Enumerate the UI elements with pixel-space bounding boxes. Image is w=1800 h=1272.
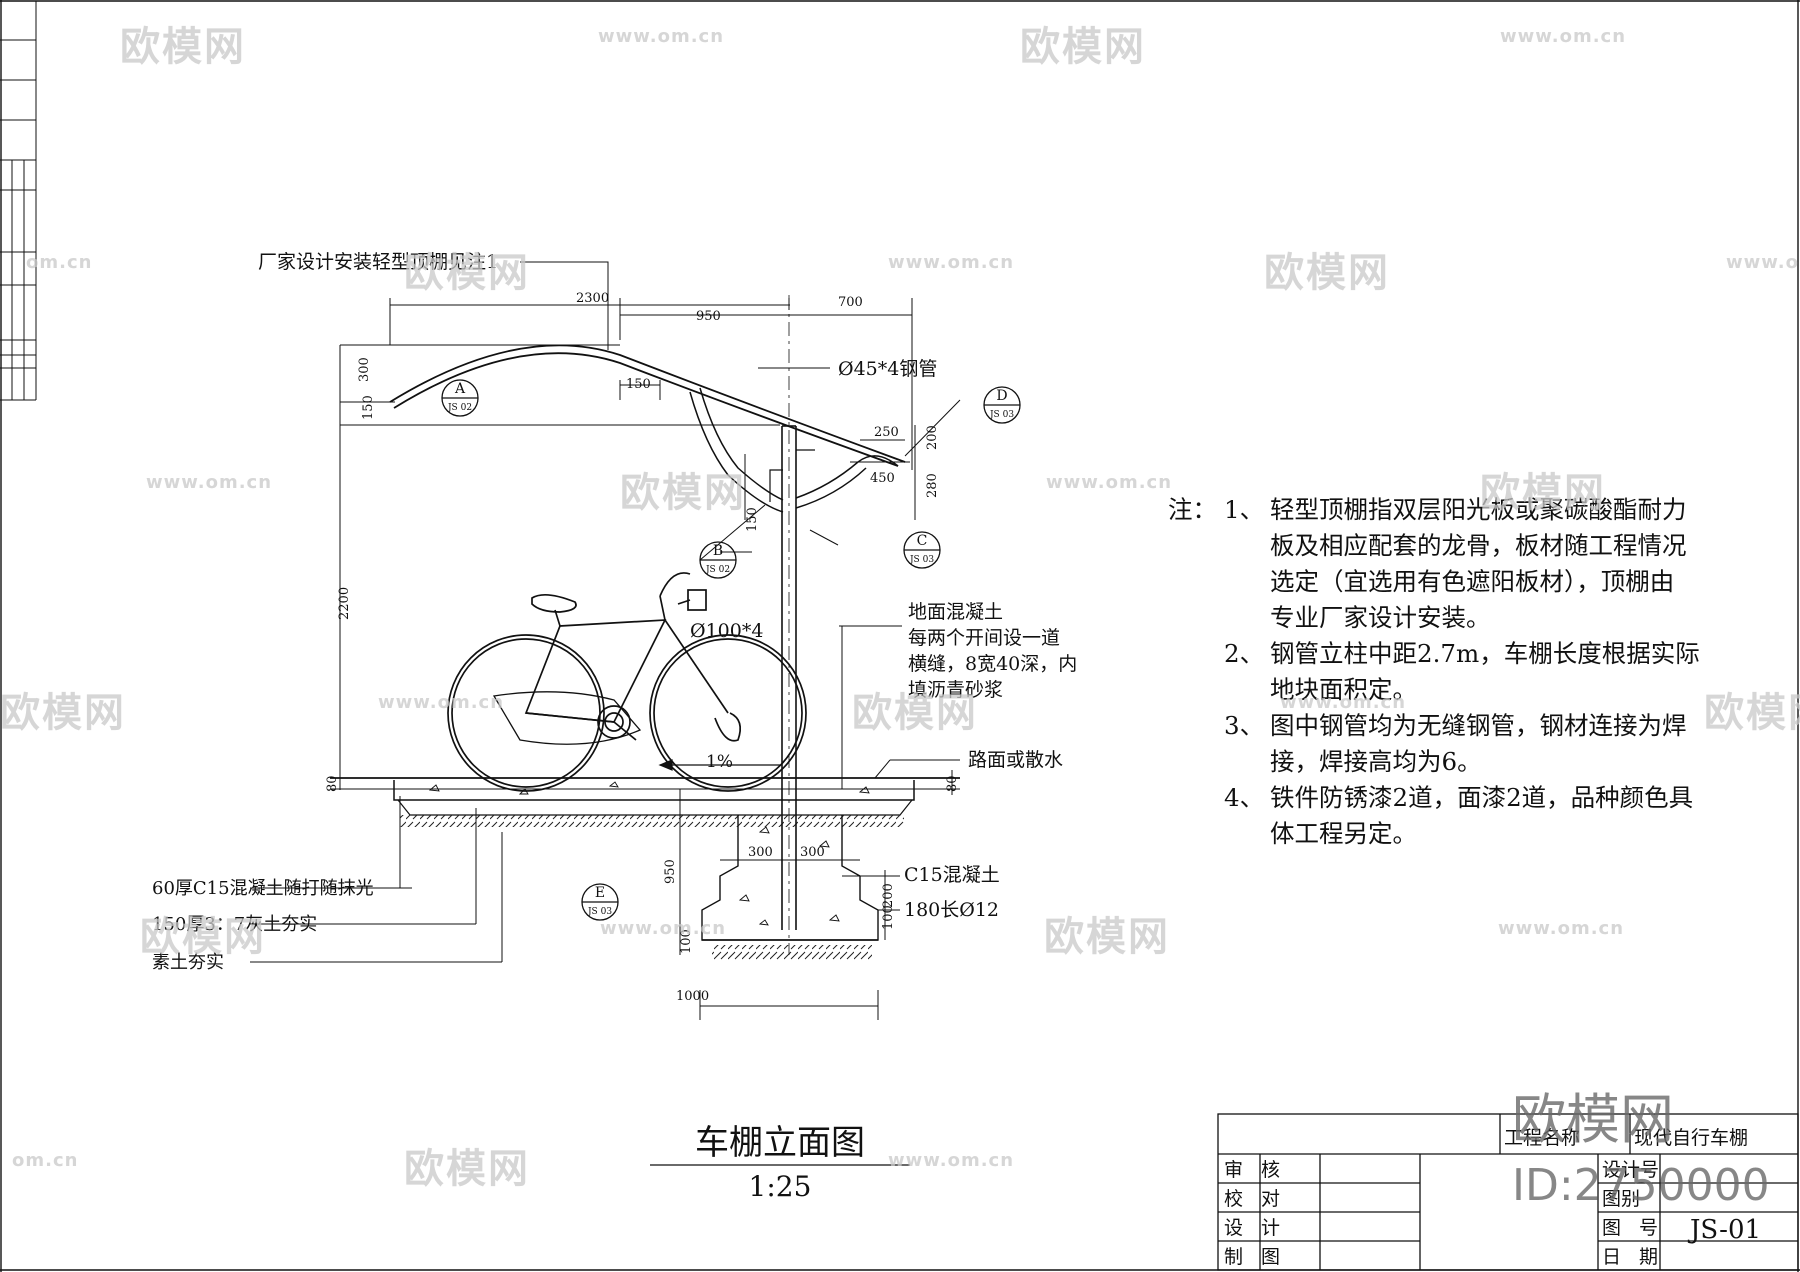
callout-bubbles [441,379,1021,921]
layer-label: 素土夯实 [152,952,224,973]
pipe-label: Ø45*4钢管 [838,358,937,380]
note-line: 体工程另定。 [1270,819,1417,848]
note-line: 轻型顶棚指双层阳光板或聚碳酸酯耐力 [1270,495,1687,524]
dim-950-vertical: 950 [663,859,678,884]
callout-text: A JS 02 B JS 02 C JS 03 D JS 03 E JS 03 [447,381,1014,917]
callout-letter: B [713,543,723,559]
title-block-row-right: 图号 [1602,1217,1676,1239]
note-number: 4、 [1224,783,1265,812]
concrete-footing [701,815,879,961]
note-line: 专业厂家设计安装。 [1270,603,1491,632]
brand-stamp: 欧模网 [1512,1088,1674,1151]
shelter-elevation [250,261,1021,1020]
title-block-row-right: 设计号 [1602,1159,1659,1181]
dim-280-vertical: 280 [925,473,940,498]
layer-label: 60厚C15混凝土随打随抹光 [152,878,374,899]
binding-strip [0,1,37,401]
title-block-frame [1217,1113,1799,1271]
ground-note-line: 地面混凝土 [908,601,1003,623]
dim-80-right: 80 [945,775,960,792]
dim-150-vertical: 150 [361,395,376,420]
slope-label: 1% [706,752,733,772]
note-item: 4、 铁件防锈漆2道，面漆2道，品种颜色具 体工程另定。 [1168,780,1758,852]
dim-200-footing: 200 [881,883,896,908]
note-line: 地块面积定。 [1270,675,1417,704]
dim-150: 150 [626,377,651,392]
notes-block: 注： 1、 轻型顶棚指双层阳光板或聚碳酸酯耐力 板及相应配套的龙骨，板材随工程情… [1168,492,1758,852]
drawing-title: 车棚立面图 [695,1123,865,1163]
dim-950: 950 [696,309,721,324]
callout-letter: C [917,533,928,549]
dim-300-right: 300 [800,845,825,860]
callout-ref: JS 03 [989,410,1014,420]
callout-ref: JS 03 [909,555,934,565]
title-block-row-left: 制图 [1224,1246,1298,1268]
note-line: 选定（宜选用有色遮阳板材），顶棚由 [1270,567,1675,596]
c15-label: C15混凝土 [904,864,1000,886]
note-item: 3、 图中钢管均为无缝钢管，钢材连接为焊 接，焊接高均为6。 [1168,708,1758,780]
note-line: 铁件防锈漆2道，面漆2道，品种颜色具 [1270,783,1694,812]
note-item: 2、 钢管立柱中距2.7m，车棚长度根据实际 地块面积定。 [1168,636,1758,708]
note-item: 1、 轻型顶棚指双层阳光板或聚碳酸酯耐力 板及相应配套的龙骨，板材随工程情况 选… [1168,492,1758,636]
note-line: 接，焊接高均为6。 [1270,747,1482,776]
dimension-values-vertical: 300 150 2200 80 80 150 200 280 950 200 1… [325,357,960,954]
brand-stamp-id: ID:2750000 [1512,1160,1770,1211]
drawing-number: JS-01 [1687,1215,1761,1245]
notes-heading: 注： [1168,495,1217,524]
dim-2200-vertical: 2200 [337,587,352,620]
dim-300-vertical: 300 [357,357,372,382]
rebar-label: 180长Ø12 [904,899,999,921]
post-label: Ø100*4 [690,620,763,642]
note-line: 图中钢管均为无缝钢管，钢材连接为焊 [1270,711,1687,740]
dim-100-base: 100 [679,929,694,954]
drawing-scale: 1:25 [749,1170,812,1203]
dim-80-left: 80 [325,775,340,792]
dim-450: 450 [870,471,895,486]
project-name: 现代自行车棚 [1634,1127,1748,1149]
note-number: 3、 [1224,711,1265,740]
ground-note-line: 每两个开间设一道 [908,627,1060,649]
dim-2300: 2300 [576,291,609,306]
dim-250: 250 [874,425,899,440]
title-block-row-left: 设计 [1224,1217,1298,1239]
ground-note-line: 横缝，8宽40深，内 [908,653,1077,675]
note-number: 1、 [1224,495,1265,524]
roof-label: 厂家设计安装轻型顶棚见注1 [258,251,498,273]
callout-ref: JS 02 [447,403,472,413]
bicycle [447,572,807,792]
dim-100-footing: 100 [881,905,896,930]
layer-label: 150厚3：7灰土夯实 [152,914,317,935]
canopy-arc [389,344,906,467]
title-block-row-right: 日期 [1602,1246,1676,1268]
aggregate-marks [428,781,870,926]
dim-200-vertical: 200 [925,425,940,450]
dimension-lines [339,298,953,1020]
callout-letter: E [595,885,605,901]
slope-arrow [658,759,780,771]
title-block-row-left: 校对 [1224,1188,1298,1210]
road-label: 路面或散水 [968,749,1063,771]
drawing-text: 厂家设计安装轻型顶棚见注1 Ø45*4钢管 Ø100*4 1% 地面混凝土 每两… [152,251,1077,1203]
dim-700: 700 [838,295,863,310]
title-block-row-right: 图别 [1602,1188,1640,1210]
callout-letter: A [454,381,466,397]
callout-ref: JS 03 [587,907,612,917]
note-number: 2、 [1224,639,1265,668]
dim-300-left: 300 [748,845,773,860]
callout-letter: D [996,388,1007,404]
dim-150-post: 150 [745,507,760,532]
project-label: 工程名称 [1504,1127,1580,1149]
note-line: 板及相应配套的龙骨，板材随工程情况 [1270,531,1687,560]
title-block-row-left: 审核 [1224,1159,1298,1181]
leader-lines [250,261,961,963]
title-block-text: 工程名称 现代自行车棚 审核 校对 设计 制图 设计号 图别 图号 日期 JS-… [1224,1127,1761,1268]
callout-ref: JS 02 [705,565,730,575]
dim-1000: 1000 [676,989,709,1004]
concrete-slab [393,780,915,827]
note-line: 钢管立柱中距2.7m，车棚长度根据实际 [1270,639,1700,668]
ground-note-line: 填沥青砂浆 [908,679,1003,701]
dimension-values: 2300 950 700 150 250 450 1000 300 300 [576,291,899,1004]
canopy-supports [689,387,899,513]
